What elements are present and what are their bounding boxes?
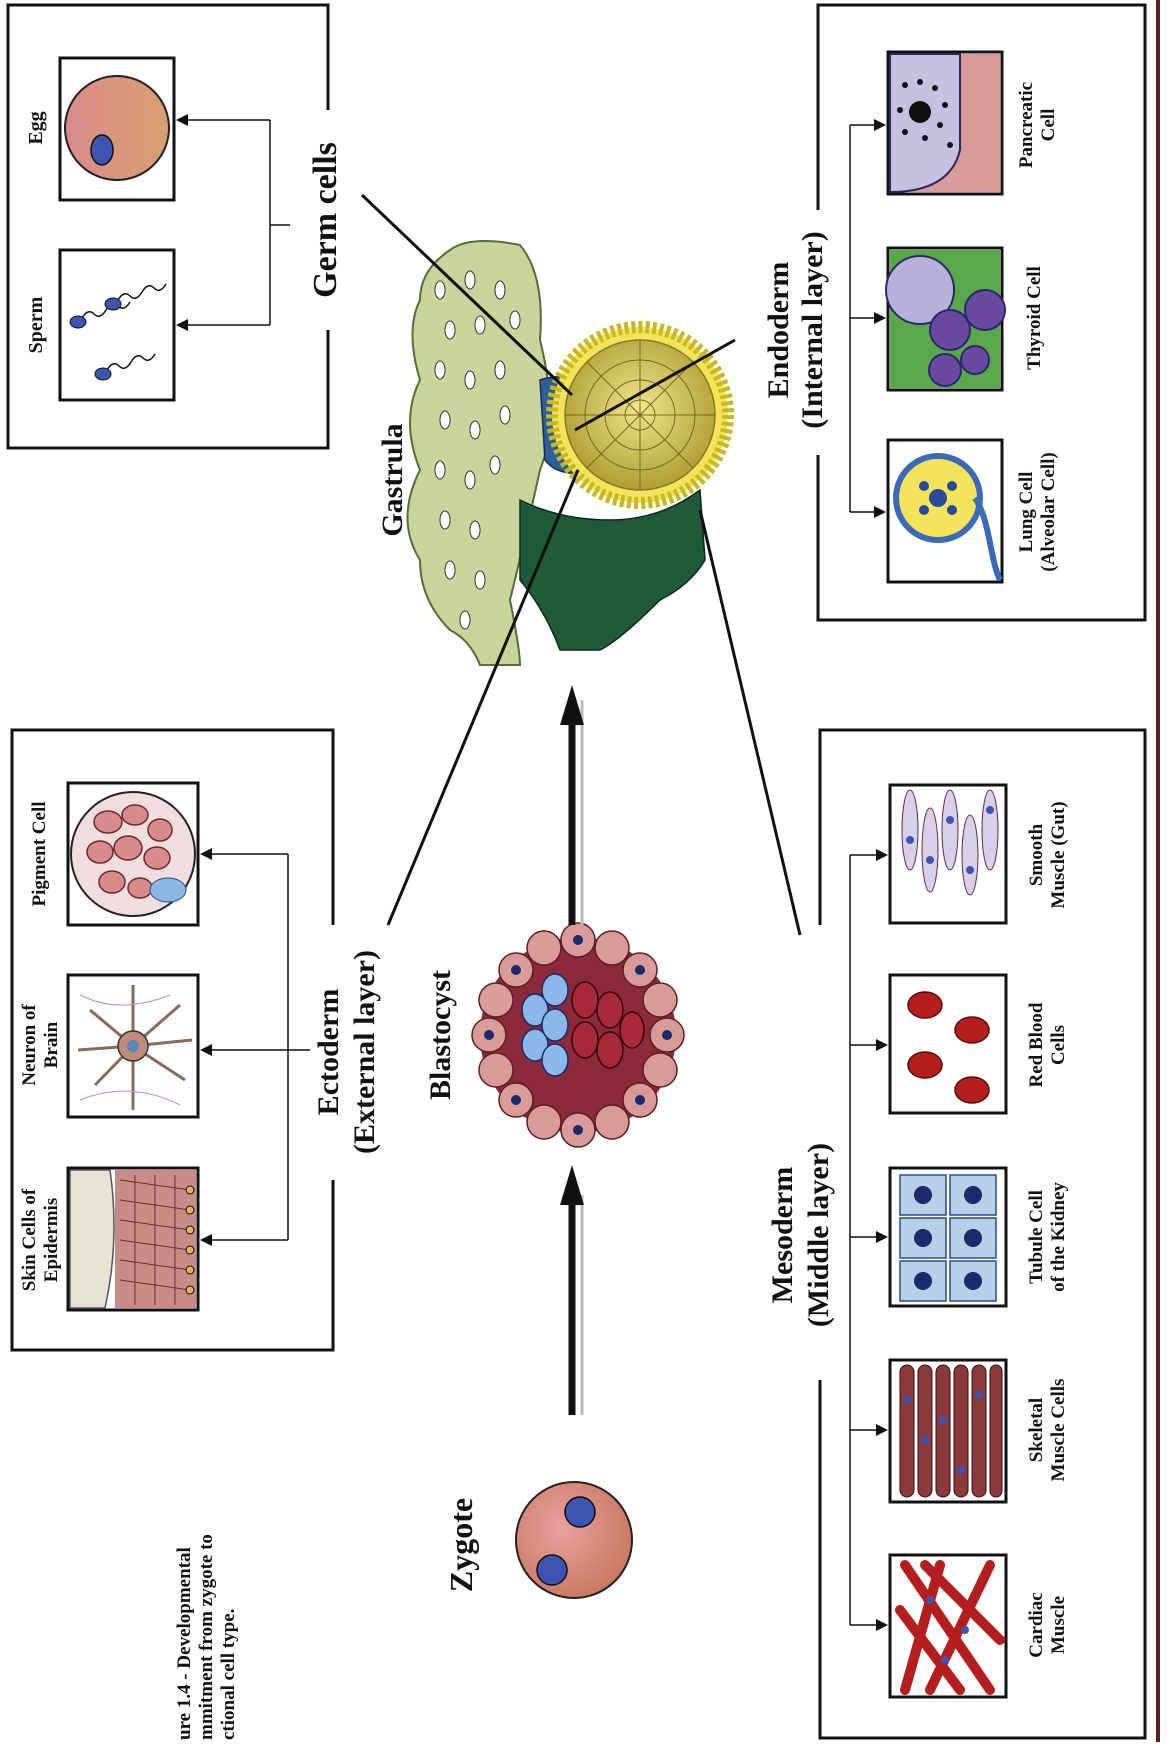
germ-cells-heading: Germ cells: [307, 142, 344, 298]
skeletal-label-line2: Muscle Cells: [1048, 1379, 1069, 1482]
caption-line1: ure 1.4 - Developmental: [174, 1547, 195, 1740]
blastocyst-label: Blastocyst: [424, 970, 457, 1100]
ectoderm-subheading: (External layer): [348, 950, 381, 1154]
pigment-label: Pigment Cell: [29, 801, 50, 906]
gastrula: [408, 241, 729, 665]
sperm-head: [70, 316, 86, 328]
tubule-label-line2: of the Kidney: [1048, 1182, 1069, 1292]
pancreatic-label-line2: Cell: [1038, 109, 1059, 142]
development-sequence: Zygote: [362, 195, 800, 1598]
lung-label-line2: (Alveolar Cell): [1038, 452, 1059, 571]
red-blood-label-line2: Cells: [1048, 1025, 1069, 1065]
gastrula-label: Gastrula: [376, 423, 409, 536]
skin-label-line1: Skin Cells of: [19, 1188, 40, 1291]
lung-label-line1: Lung Cell: [1016, 472, 1037, 553]
egg-nucleus: [91, 135, 113, 165]
neuron-label-line2: Brain: [41, 1021, 62, 1068]
tubule-label-line1: Tubule Cell: [1026, 1190, 1047, 1284]
germ-cells-panel: Sperm Egg Germ cells: [8, 5, 344, 448]
skeletal-label-line1: Skeletal: [1026, 1398, 1047, 1462]
neuron-label-line1: Neuron of: [19, 1004, 40, 1086]
sperm-head: [105, 298, 121, 310]
blastocyst: [472, 923, 684, 1147]
zygote-label: Zygote: [443, 1498, 479, 1592]
pancreatic-label-line1: Pancreatic: [1016, 82, 1037, 168]
sperm-label: Sperm: [25, 296, 47, 353]
thyroid-label: Thyroid Cell: [1024, 266, 1045, 370]
endoderm-panel: Lung Cell (Alveolar Cell) Thyroid Cell P…: [762, 5, 1145, 620]
egg-cell: [65, 76, 169, 180]
endoderm-subheading: (Internal layer): [796, 231, 829, 428]
cardiac-label-line2: Muscle: [1048, 1596, 1069, 1654]
skin-label-line2: Epidermis: [41, 1198, 62, 1282]
pointer-mesoderm: [700, 510, 800, 935]
ectoderm-panel: Skin Cells of Epidermis Neuron of Brain …: [12, 730, 381, 1350]
figure-caption: ure 1.4 - Developmental mmitment from zy…: [174, 1534, 239, 1740]
mesoderm-heading: Mesoderm: [766, 1167, 799, 1304]
red-blood-label-line1: Red Blood: [1026, 1002, 1047, 1087]
smooth-label-line2: Muscle (Gut): [1048, 801, 1069, 908]
sperm-head: [95, 368, 111, 380]
caption-line3: ctional cell type.: [218, 1609, 239, 1740]
ectoderm-heading: Ectoderm: [312, 989, 345, 1116]
caption-line2: mmitment from zygote to: [196, 1534, 217, 1740]
endoderm-heading: Endoderm: [762, 262, 795, 399]
egg-label: Egg: [25, 111, 47, 144]
smooth-label-line1: Smooth: [1026, 823, 1047, 886]
mesoderm-panel: Smooth Muscle (Gut) Red Blood Cells Tubu…: [766, 730, 1145, 1738]
cardiac-label-line1: Cardiac: [1026, 1592, 1047, 1657]
mesoderm-subheading: (Middle layer): [802, 1143, 835, 1327]
